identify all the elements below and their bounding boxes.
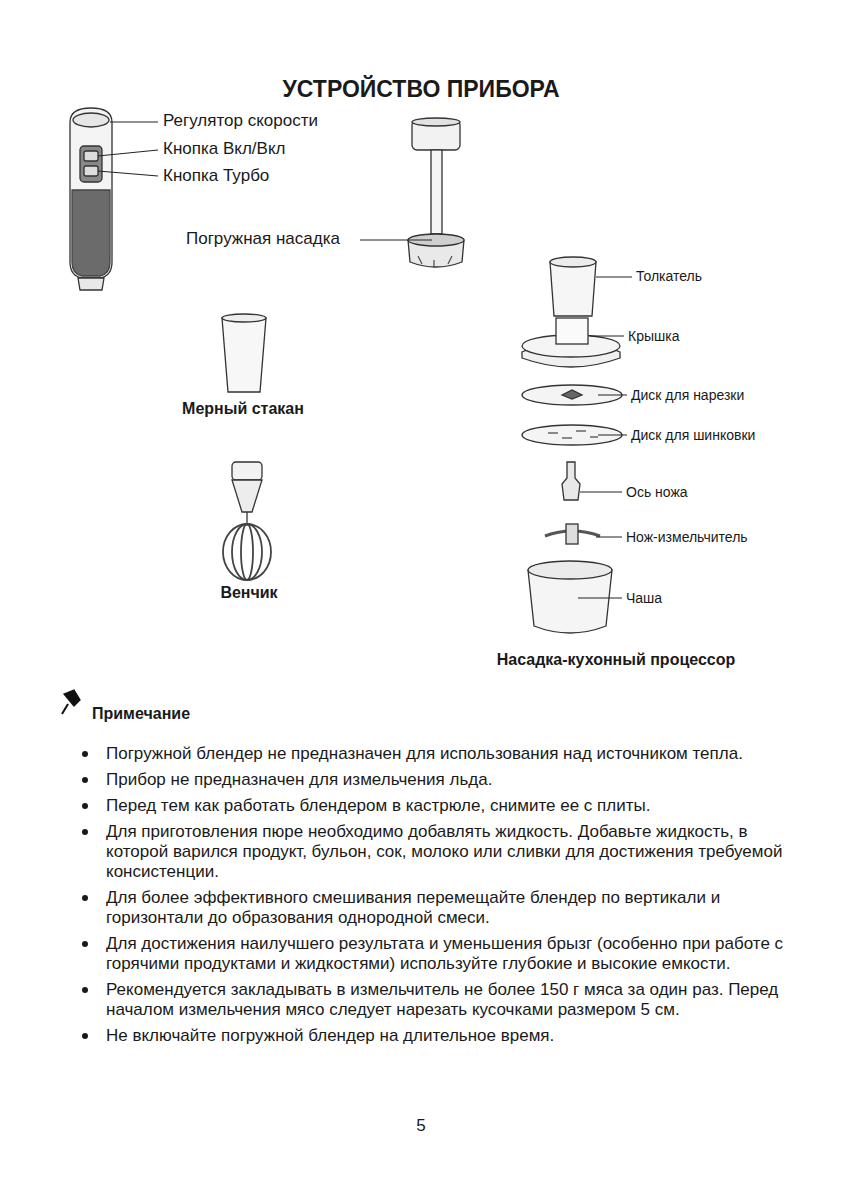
part-label: Чаша: [626, 590, 662, 607]
note-item: Прибор не предназначен для измельчения л…: [106, 770, 796, 790]
bullet-dot: [82, 1033, 88, 1039]
note-text: Прибор не предназначен для измельчения л…: [106, 770, 492, 789]
bullet-dot: [82, 941, 88, 947]
measuring-cup: [222, 314, 266, 392]
part-label: Кнопка Вкл/Вкл: [163, 139, 285, 159]
part-label: Ось ножа: [626, 484, 688, 501]
note-item: Рекомендуется закладывать в измельчитель…: [106, 980, 796, 1020]
note-item: Не включайте погружной блендер на длител…: [106, 1026, 796, 1046]
note-item: Для приготовления пюре необходимо добавл…: [106, 822, 796, 882]
immersion-attachment: [408, 118, 464, 268]
part-label: Венчик: [220, 583, 277, 602]
whisk: [223, 462, 271, 580]
part-label: Кнопка Турбо: [163, 166, 269, 186]
part-label: Толкатель: [636, 268, 702, 285]
page-title: УСТРОЙСТВО ПРИБОРА: [282, 76, 559, 104]
note-text: Для более эффективного смешивания переме…: [106, 888, 720, 927]
bullet-dot: [82, 803, 88, 809]
part-label: Погружная насадка: [186, 229, 340, 249]
notes-list: Погружной блендер не предназначен для ис…: [106, 744, 796, 1052]
note-text: Погружной блендер не предназначен для ис…: [106, 744, 743, 763]
part-label: Диск для нарезки: [631, 387, 744, 404]
pushpin-icon: [62, 690, 80, 714]
note-text: Для приготовления пюре необходимо добавл…: [106, 822, 782, 881]
note-heading: Примечание: [92, 704, 190, 723]
bullet-dot: [82, 829, 88, 835]
note-text: Не включайте погружной блендер на длител…: [106, 1026, 554, 1045]
bullet-dot: [82, 777, 88, 783]
part-label: Крышка: [628, 328, 679, 345]
part-label: Регулятор скорости: [163, 111, 318, 131]
bullet-dot: [82, 751, 88, 757]
note-item: Перед тем как работать блендером в кастр…: [106, 796, 796, 816]
blender-body: [70, 108, 112, 290]
note-text: Для достижения наилучшего результата и у…: [106, 934, 783, 973]
page-number: 5: [416, 1116, 425, 1136]
bullet-dot: [82, 987, 88, 993]
note-item: Погружной блендер не предназначен для ис…: [106, 744, 796, 764]
note-item: Для более эффективного смешивания переме…: [106, 888, 796, 928]
part-label: Нож-измельчитель: [626, 529, 748, 546]
food-processor: [522, 257, 622, 633]
part-label: Мерный стакан: [182, 399, 304, 418]
part-label: Насадка-кухонный процессор: [497, 650, 736, 669]
part-label: Диск для шинковки: [631, 427, 755, 444]
bullet-dot: [82, 895, 88, 901]
note-text: Рекомендуется закладывать в измельчитель…: [106, 980, 778, 1019]
note-text: Перед тем как работать блендером в кастр…: [106, 796, 650, 815]
note-item: Для достижения наилучшего результата и у…: [106, 934, 796, 974]
leader-lines: [98, 122, 632, 598]
